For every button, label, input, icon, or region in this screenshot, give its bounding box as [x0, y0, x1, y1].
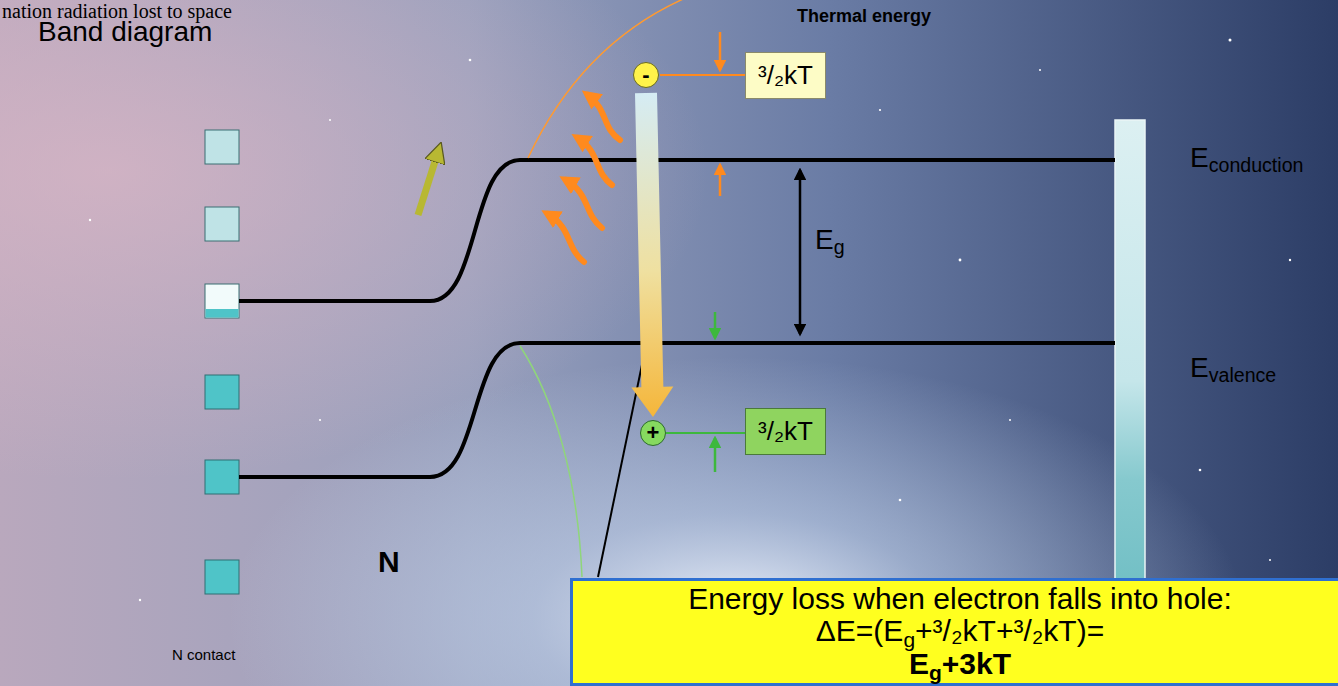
star — [899, 499, 902, 502]
thermal-arrow — [714, 312, 717, 338]
empty-state-square — [205, 207, 239, 241]
heat-arrow — [578, 138, 612, 185]
star — [1009, 419, 1011, 421]
hole-circle: + — [640, 420, 666, 446]
partial-state-square — [205, 284, 239, 318]
thermal-arrow — [719, 32, 722, 70]
bandgap-label: Eg — [815, 224, 845, 256]
star — [879, 109, 881, 111]
conduction-band-line — [239, 160, 1115, 301]
filled-state-square — [205, 460, 239, 494]
star — [1039, 69, 1041, 71]
region-label: N — [378, 545, 400, 579]
star — [959, 259, 962, 262]
stars — [89, 39, 1291, 602]
energy-text: ³/₂kT — [758, 59, 813, 92]
diagram-title: Band diagram — [38, 16, 212, 48]
star — [329, 119, 331, 121]
heat-arrows — [548, 95, 620, 262]
empty-state-square — [205, 130, 239, 164]
contact-label: N contact — [172, 646, 235, 663]
heat-arrow — [548, 214, 584, 262]
callout-text: Eg+3kT — [909, 648, 1011, 680]
star — [89, 219, 91, 221]
band-label: Econduction — [1190, 142, 1303, 174]
star — [1289, 259, 1291, 261]
star — [1229, 39, 1232, 42]
callout-text: Energy loss when electron falls into hol… — [688, 583, 1232, 615]
charge-symbol: + — [647, 421, 660, 444]
electron-level-line — [660, 74, 745, 76]
contact-squares — [205, 130, 239, 594]
partial-fill — [206, 309, 239, 318]
thermal-energy-label: Thermal energy — [797, 6, 931, 27]
star — [319, 419, 321, 421]
thermal-energy-box: ³/₂kT — [745, 408, 826, 455]
radiation-curve — [528, 0, 690, 158]
filled-state-square — [205, 375, 239, 409]
bandgap-arrow — [799, 170, 802, 334]
star — [139, 599, 141, 601]
star — [469, 59, 472, 62]
callout-text: ΔE=(Eg+³/₂kT+³/₂kT)= — [816, 615, 1104, 647]
callout-box: Energy loss when electron falls into hol… — [570, 578, 1338, 686]
hole-curve — [520, 346, 582, 577]
star — [1269, 559, 1271, 561]
electron-flow-arrow — [418, 152, 438, 215]
heat-arrow — [588, 95, 620, 140]
electron-circle: - — [633, 62, 659, 88]
valence-band-line — [239, 343, 1115, 477]
band-label: Evalence — [1190, 352, 1276, 384]
heat-arrow — [566, 180, 602, 228]
recombination-arrow — [631, 93, 673, 417]
thermal-energy-box: ³/₂kT — [745, 52, 826, 99]
thermal-arrow — [719, 165, 722, 196]
charge-symbol: - — [642, 63, 649, 86]
filled-state-square — [205, 560, 239, 594]
energy-text: ³/₂kT — [758, 415, 813, 448]
hole-level-line — [666, 432, 745, 434]
thermal-arrow — [714, 438, 717, 472]
star — [1199, 469, 1202, 472]
